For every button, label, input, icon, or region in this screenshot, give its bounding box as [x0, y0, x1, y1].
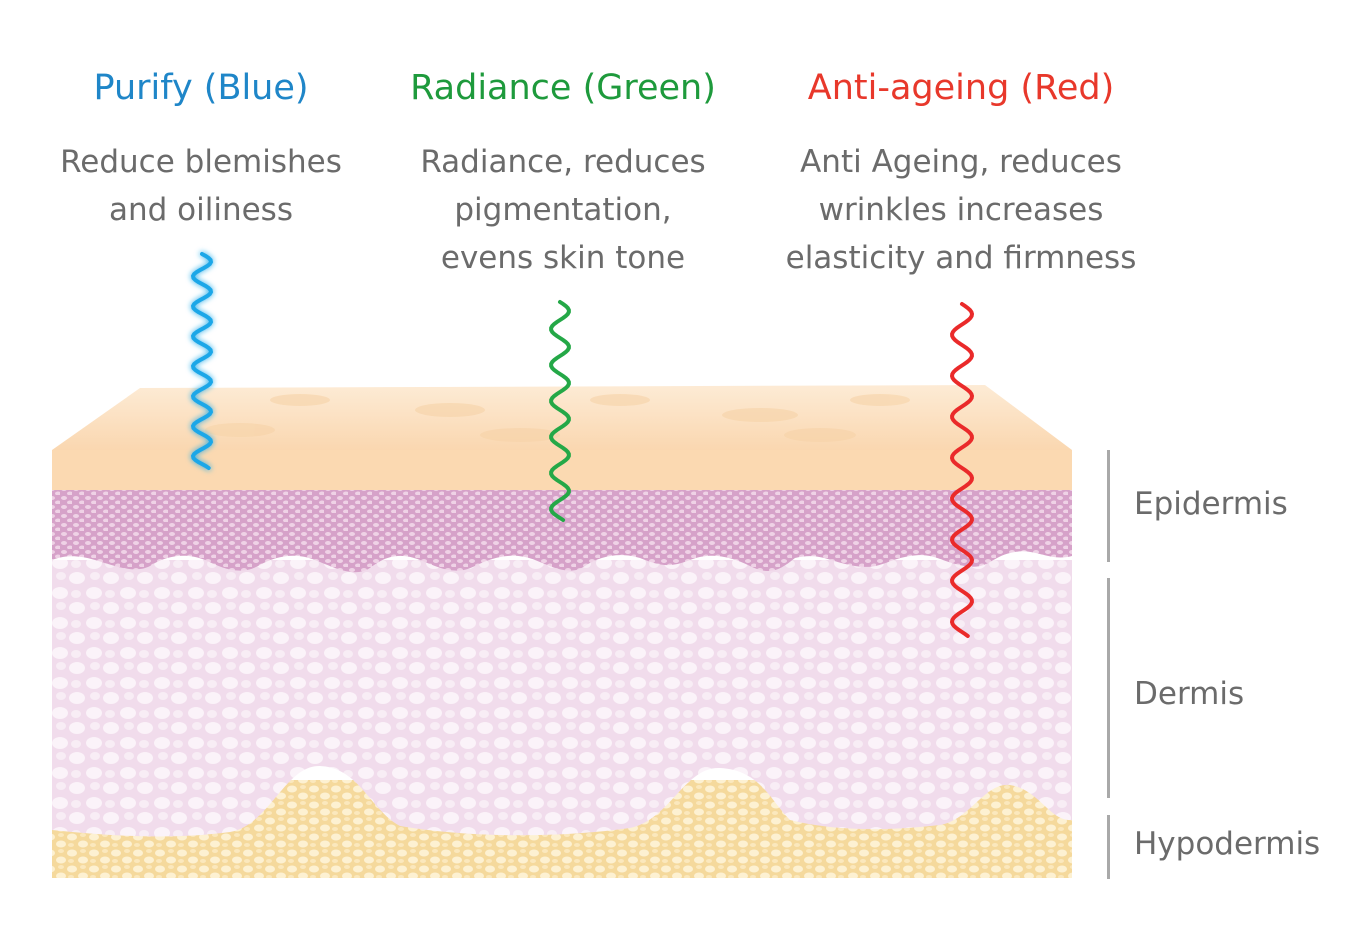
anti-ageing-heading: Anti-ageing (Red): [807, 68, 1115, 108]
radiance-description: Radiance, reduces pigmentation, evens sk…: [353, 138, 773, 282]
epidermis-label: Epidermis: [1134, 486, 1288, 522]
description-line: and oiliness: [108, 192, 293, 228]
description-line: Radiance, reduces: [420, 144, 706, 180]
description-line: evens skin tone: [440, 240, 686, 276]
red-light-wave: [949, 302, 975, 638]
dermis-label: Dermis: [1134, 676, 1245, 712]
blue-light-wave: [190, 252, 214, 470]
hypodermis-bracket: [1107, 815, 1110, 879]
epidermis-layer: [52, 488, 1072, 573]
description-line: elasticity and firmness: [785, 240, 1137, 276]
radiance-heading: Radiance (Green): [410, 68, 716, 108]
description-line: Anti Ageing, reduces: [800, 144, 1122, 180]
hypodermis-label: Hypodermis: [1134, 826, 1321, 862]
surface-layer-front: [52, 450, 1072, 490]
dermis-layer: [52, 560, 1072, 837]
purify-description: Reduce blemishes and oiliness: [0, 138, 411, 234]
description-line: pigmentation,: [454, 192, 672, 228]
surface-pore-pattern: [205, 394, 910, 442]
purify-heading: Purify (Blue): [93, 68, 309, 108]
epidermis-bracket: [1107, 450, 1110, 562]
green-light-wave: [549, 300, 571, 522]
anti-ageing-description: Anti Ageing, reduces wrinkles increases …: [751, 138, 1171, 282]
description-line: wrinkles increases: [818, 192, 1104, 228]
description-line: Reduce blemishes: [60, 144, 342, 180]
dermis-bracket: [1107, 578, 1110, 798]
